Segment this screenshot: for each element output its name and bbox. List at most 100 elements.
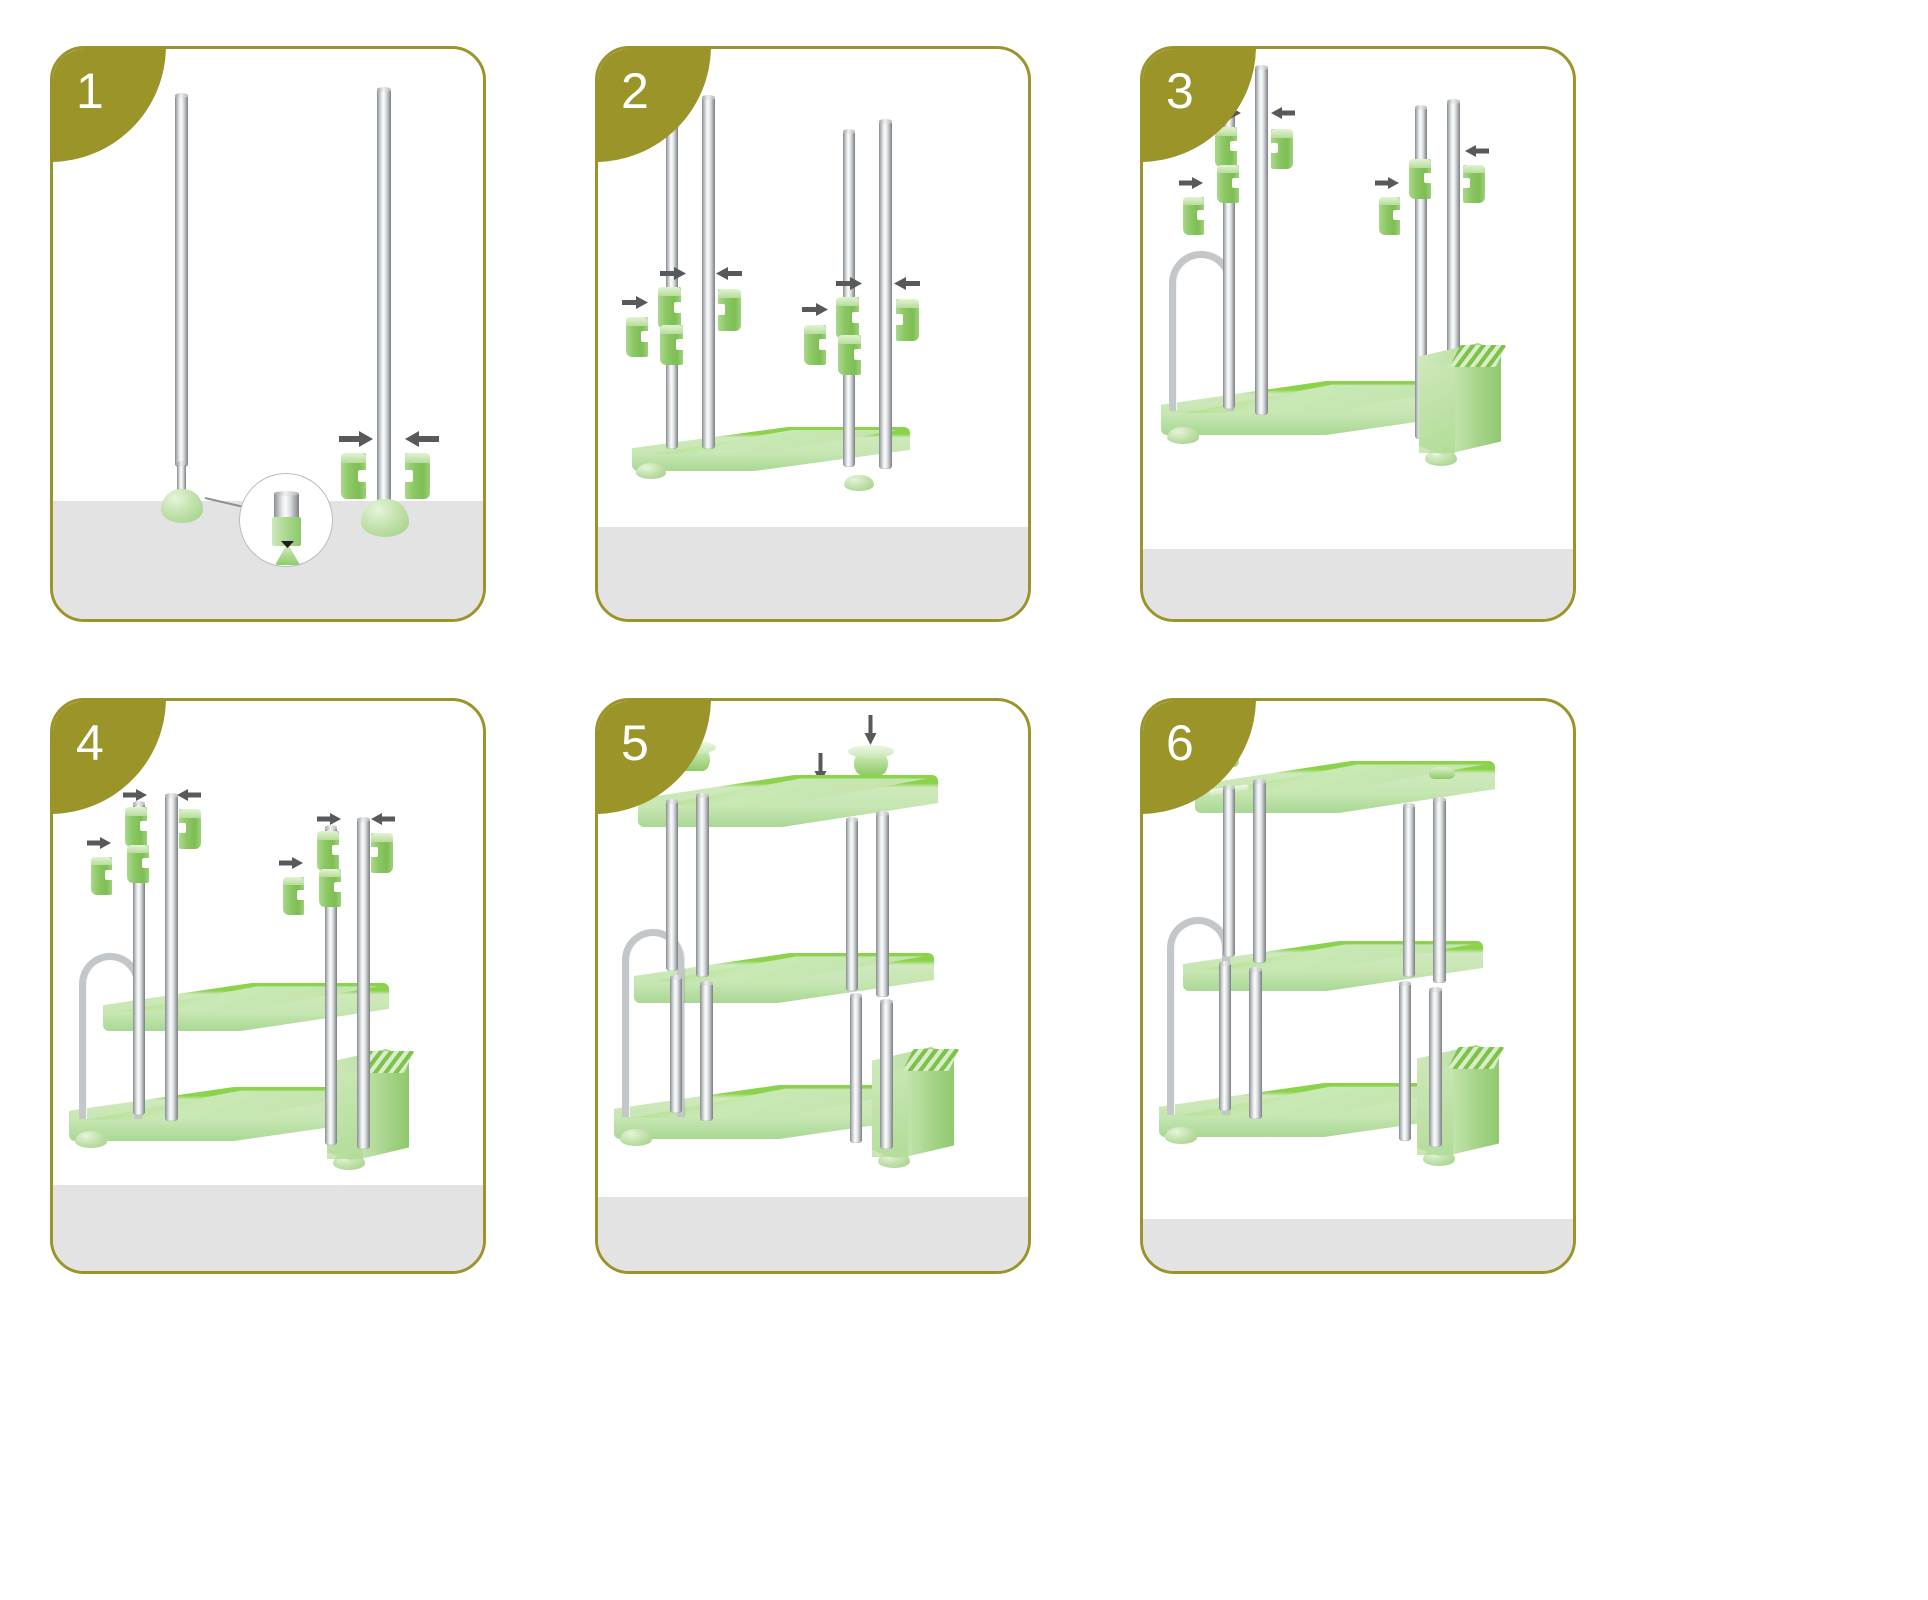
green-clamp-left-c (127, 845, 150, 883)
base-foot-front-left (75, 1131, 107, 1148)
green-clamp-half-left (341, 453, 367, 499)
clamp-highlight (283, 877, 304, 886)
chrome-pole-lower-back-right (850, 993, 862, 1143)
step-number: 5 (621, 715, 650, 771)
step-panel-2: 2 (595, 46, 1031, 622)
base-foot-front-left (1167, 427, 1199, 444)
clamp-highlight (125, 807, 147, 816)
chrome-pole-front-left (1255, 65, 1268, 415)
green-clamp-right-d (370, 833, 393, 873)
floor-band (598, 1197, 1028, 1271)
chrome-pole-lower-back-left (670, 975, 682, 1113)
clamp-highlight (341, 453, 366, 464)
chrome-pole-right (377, 87, 391, 509)
clamp-notch (641, 331, 649, 342)
arrow-collar-a (87, 837, 111, 849)
green-end-cap-4 (848, 745, 894, 775)
clamp-highlight (1183, 197, 1204, 206)
clamp-notch (852, 312, 860, 323)
knife-block-front-face (1419, 365, 1455, 453)
green-clamp-right-a (1379, 197, 1401, 235)
clamp-highlight (179, 809, 201, 818)
chrome-pole-upper-front-right (876, 811, 889, 997)
clamp-notch (674, 302, 682, 313)
clamp-highlight (896, 299, 919, 309)
step-number: 3 (1166, 63, 1195, 119)
arrow-collar-b (123, 789, 147, 801)
green-clamp-left-lower (626, 317, 649, 357)
pole-tip-left (177, 461, 186, 497)
clamp-highlight (660, 325, 683, 334)
arrow-collar-a (1179, 177, 1203, 189)
green-clamp-left-b (125, 807, 148, 847)
clamp-highlight (838, 335, 861, 344)
arrow-collar-d (1375, 177, 1399, 189)
arrow-collar-f (371, 813, 395, 825)
chrome-pole-lower-front-right (1429, 987, 1442, 1147)
arrow-collar-f1 (317, 813, 341, 825)
chrome-pole-lower-front-left (1249, 967, 1262, 1119)
step-badge-3: 3 (1143, 49, 1256, 162)
clamp-highlight (804, 325, 826, 334)
green-clamp-mid-lower (660, 325, 684, 365)
clamp-notch (1232, 178, 1240, 188)
green-clamp-right-upper (717, 289, 741, 331)
green-clamp-left-b (1215, 127, 1238, 167)
green-clamp-left-a (1183, 197, 1205, 235)
chrome-pole-lower-back-right (1399, 981, 1411, 1141)
clamp-highlight (658, 287, 681, 297)
step-panel-4: 4 (50, 698, 486, 1274)
step-panel-3: 3 (1140, 46, 1576, 622)
clamp-highlight (1271, 129, 1293, 138)
clamp-highlight (836, 297, 859, 307)
detail-pole-end (274, 491, 299, 519)
clamp-highlight (91, 857, 112, 866)
step-panel-5: 5 (595, 698, 1031, 1274)
clamp-highlight (371, 833, 393, 842)
step-panel-1: 1 (50, 46, 486, 622)
clamp-notch (404, 470, 413, 482)
chrome-pole-upper-front-left (1253, 779, 1266, 963)
green-clamp-left-a (91, 857, 113, 895)
clamp-notch (1197, 210, 1205, 220)
clamp-notch (358, 470, 367, 482)
arrow-collar-e (1465, 145, 1489, 157)
step-panel-6: 6 (1140, 698, 1576, 1274)
step-6-illustration (1143, 701, 1573, 1271)
floor-band (598, 527, 1028, 619)
clamp-highlight (718, 289, 741, 299)
arrow-collar-e1 (836, 277, 862, 290)
green-clamp-right-cluster-c (838, 335, 862, 375)
green-clamp-left-d (178, 809, 201, 849)
step-5-illustration (598, 701, 1028, 1271)
clamp-highlight (127, 845, 149, 854)
floor-band (53, 1185, 483, 1271)
clamp-notch (854, 349, 862, 360)
green-clamp-right-cluster-d (895, 299, 919, 341)
green-clamp-right-a (283, 877, 305, 915)
chrome-pole-front-left (165, 793, 178, 1121)
green-bell-foot-left (161, 489, 203, 523)
clamp-notch (1230, 141, 1238, 151)
arrow-collar-d (802, 303, 828, 316)
base-foot-front-right (844, 475, 874, 491)
green-clamp-mid-upper (658, 287, 682, 329)
clamp-notch (370, 847, 378, 857)
base-foot-front-left (620, 1129, 652, 1146)
clamp-highlight (626, 317, 648, 326)
clamp-highlight (1463, 165, 1485, 174)
green-clamp-right-c (1462, 165, 1485, 203)
chrome-pole-upper-back-right (1403, 803, 1415, 977)
chrome-pole-front-left (702, 95, 715, 449)
clamp-notch (297, 890, 305, 900)
clamp-highlight (1379, 197, 1400, 206)
u-shaped-chrome-handle-rail (79, 953, 141, 1119)
clamp-notch (895, 314, 903, 325)
arrow-cap-4 (864, 715, 877, 745)
arrow-collar-e (279, 857, 303, 869)
arrow-collar-a (622, 296, 648, 309)
chrome-pole-front-right (879, 119, 892, 469)
green-end-cap-top-right (1429, 767, 1455, 779)
step-2-illustration (598, 49, 1028, 619)
